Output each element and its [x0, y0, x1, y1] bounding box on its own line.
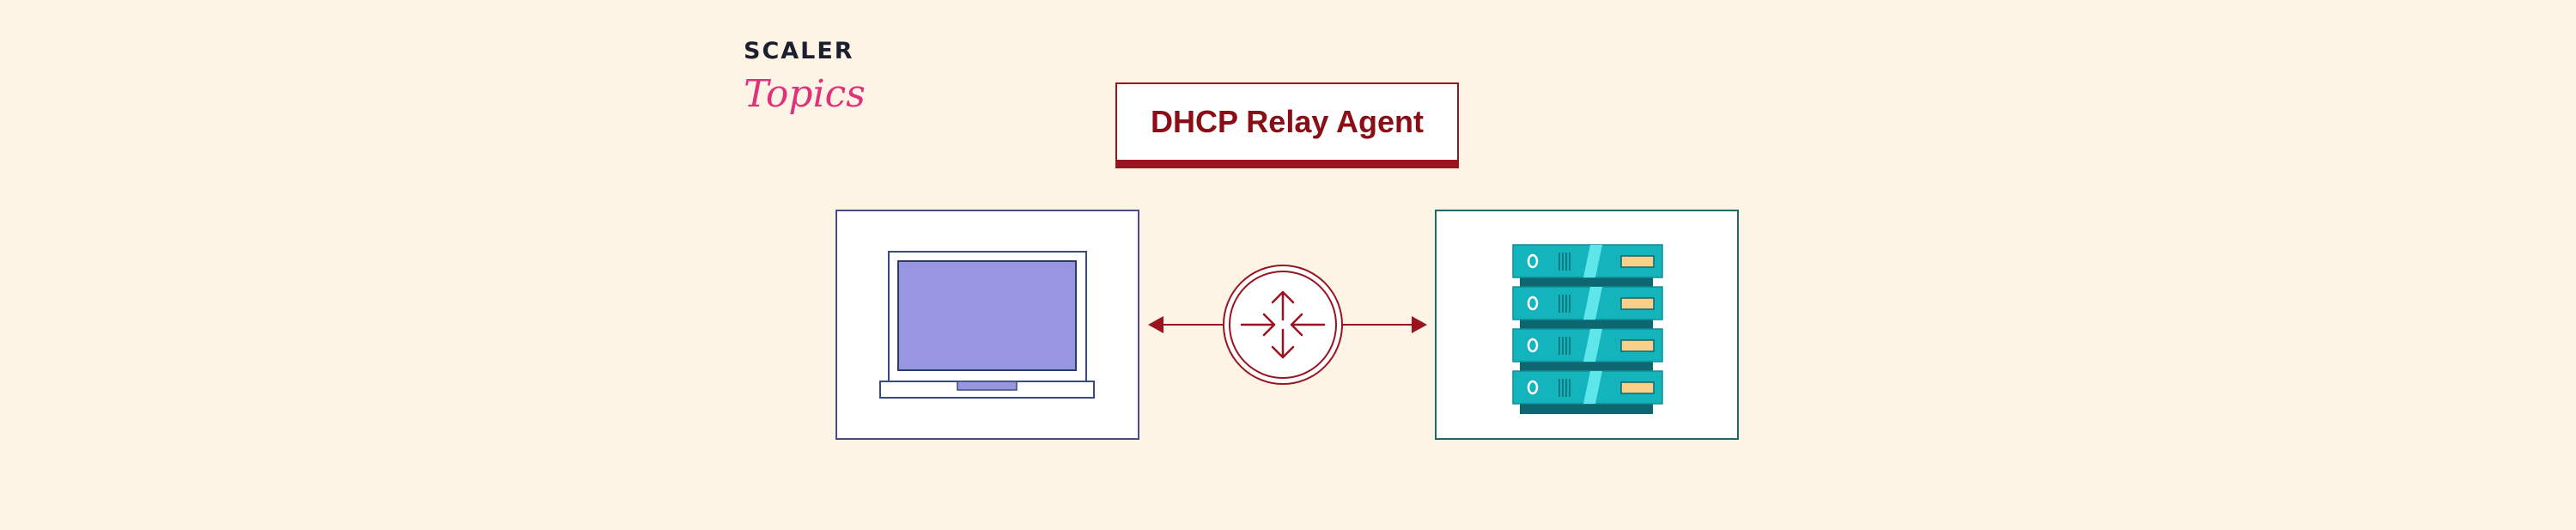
- logo-scaler-text: SCALER: [744, 38, 854, 64]
- logo-topics-text: Topics: [744, 72, 866, 116]
- laptop-icon: [879, 251, 1095, 399]
- arrow-to-client: [1148, 316, 1224, 333]
- diagram-title: DHCP Relay Agent: [1115, 82, 1459, 168]
- server-rack-icon: [1511, 244, 1664, 416]
- scaler-topics-logo: SCALER Topics: [744, 38, 866, 119]
- laptop-screen: [897, 260, 1077, 371]
- router-icon: [1223, 265, 1343, 385]
- arrow-to-server: [1342, 316, 1427, 333]
